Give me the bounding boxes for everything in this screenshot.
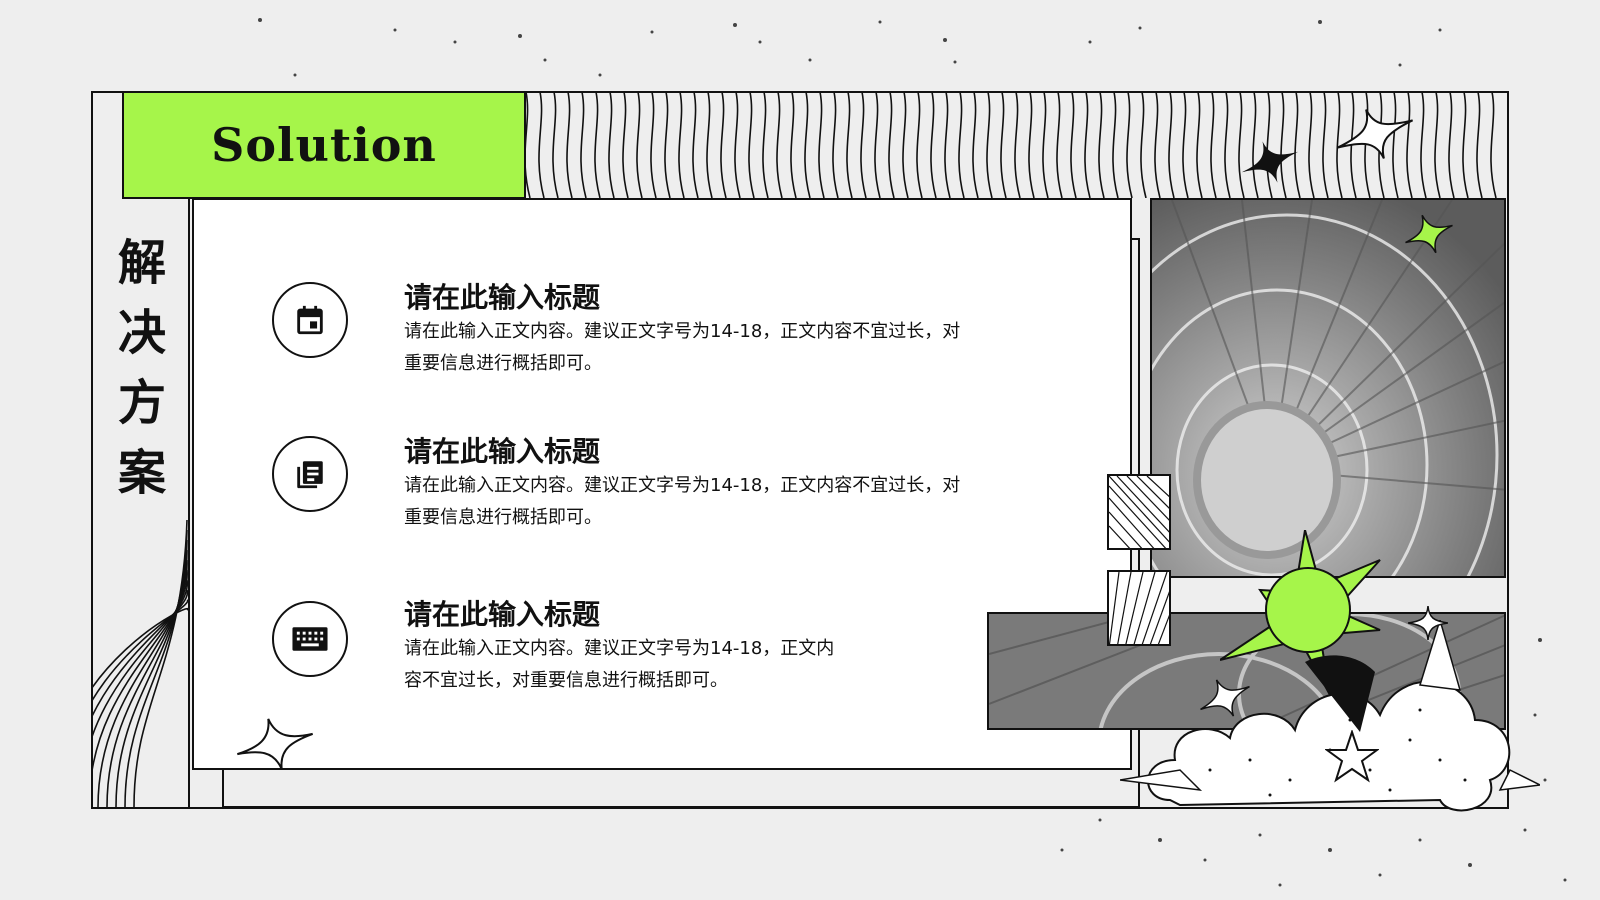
calendar-icon xyxy=(272,282,348,358)
white-sparkle-icon xyxy=(1200,679,1250,717)
left-strip-border xyxy=(188,198,190,808)
vertical-title-char: 案 xyxy=(117,445,166,501)
section-banner: Solution xyxy=(122,91,526,199)
sparkle-icon xyxy=(237,718,314,770)
list-item: 请在此输入标题 请在此输入正文内容。建议正文字号为14-18，正文内容不宜过长，… xyxy=(194,270,1134,380)
vertical-title-char: 方 xyxy=(117,375,166,431)
vertical-title-char: 决 xyxy=(117,305,166,361)
vertical-title: 解 决 方 案 xyxy=(112,228,172,508)
vertical-title-char: 解 xyxy=(117,235,166,291)
keyboard-icon xyxy=(272,601,348,677)
green-sparkle-icon xyxy=(1405,214,1453,254)
item-body: 请在此输入正文内容。建议正文字号为14-18，正文内容不宜过长，对 重要信息进行… xyxy=(404,316,960,380)
item-title: 请在此输入标题 xyxy=(404,598,601,631)
document-list-icon xyxy=(272,436,348,512)
black-triangle-decoration xyxy=(1305,655,1375,732)
item-body-line: 请在此输入正文内容。建议正文字号为14-18，正文内 xyxy=(404,638,835,659)
item-body: 请在此输入正文内容。建议正文字号为14-18，正文内容不宜过长，对 重要信息进行… xyxy=(404,470,960,534)
white-sparkle-icon xyxy=(1336,109,1414,159)
contour-line-pattern xyxy=(92,519,189,807)
green-star-burst xyxy=(1220,530,1381,696)
list-item: 请在此输入标题 请在此输入正文内容。建议正文字号为14-18，正文内容不宜过长，… xyxy=(194,424,1134,534)
star-icon xyxy=(1325,730,1379,783)
item-body-line: 请在此输入正文内容。建议正文字号为14-18，正文内容不宜过长，对 xyxy=(404,475,961,496)
item-body-line: 重要信息进行概括即可。 xyxy=(404,507,602,528)
black-sparkle-icon xyxy=(1241,141,1299,183)
striped-box xyxy=(1107,474,1171,550)
item-title: 请在此输入标题 xyxy=(404,435,601,468)
content-card: 请在此输入标题 请在此输入正文内容。建议正文字号为14-18，正文内容不宜过长，… xyxy=(192,198,1132,770)
banner-title: Solution xyxy=(211,118,437,172)
white-sparkle-icon xyxy=(1408,606,1448,640)
item-body-line: 容不宜过长，对重要信息进行概括即可。 xyxy=(404,670,728,691)
staircase-photo xyxy=(1150,198,1506,578)
list-item: 请在此输入标题 请在此输入正文内容。建议正文字号为14-18，正文内 容不宜过长… xyxy=(194,589,1134,699)
item-body-line: 请在此输入正文内容。建议正文字号为14-18，正文内容不宜过长，对 xyxy=(404,321,961,342)
striped-box xyxy=(1107,570,1171,646)
item-title: 请在此输入标题 xyxy=(404,281,601,314)
outer-frame xyxy=(91,91,1509,809)
item-body-line: 重要信息进行概括即可。 xyxy=(404,353,602,374)
item-body: 请在此输入正文内容。建议正文字号为14-18，正文内 容不宜过长，对重要信息进行… xyxy=(404,633,834,697)
